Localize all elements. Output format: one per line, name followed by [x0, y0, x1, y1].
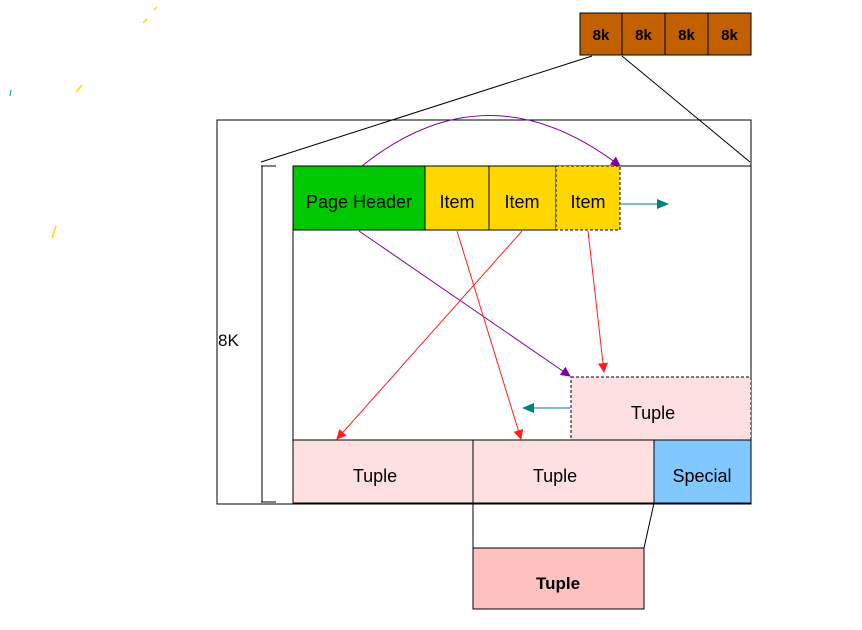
size-label: 8K: [218, 331, 239, 350]
item-1: [424, 165, 490, 231]
tuple-1-label: Tuple: [353, 466, 397, 486]
file-blocks: 8k 8k 8k 8k: [579, 12, 752, 56]
item-1-label: Item: [439, 192, 474, 212]
item-2-pointer-arrow: [336, 230, 523, 440]
page-header-label: Page Header: [306, 192, 412, 212]
tuple-2: [472, 439, 655, 504]
zoom-line-right: [621, 55, 751, 163]
item-3-label: Item: [570, 192, 605, 212]
tuple-new-label: Tuple: [631, 403, 675, 423]
tuple-2-label: Tuple: [533, 466, 577, 486]
item-2-label: Item: [504, 192, 539, 212]
item-1-pointer-arrow: [456, 230, 524, 440]
tuple-expanded: [472, 547, 645, 610]
zoom-line-left: [260, 55, 593, 163]
header-to-item-arrow: [361, 115, 621, 167]
item-3-new: [555, 165, 621, 231]
file-block-2: [621, 12, 666, 56]
size-bracket: [261, 165, 276, 503]
special-label: Special: [672, 466, 731, 486]
decorative-marks: [9, 6, 158, 239]
special-area: [653, 439, 752, 504]
expand-line-right: [643, 502, 655, 549]
file-block-label-3: 8k: [678, 27, 695, 44]
header-to-tuple-arrow: [358, 230, 571, 377]
file-block-label-1: 8k: [593, 27, 610, 44]
tuple-expanded-label: Tuple: [536, 574, 580, 593]
file-block-3: [664, 12, 709, 56]
file-block-label-4: 8k: [721, 27, 738, 44]
file-block-1: [579, 12, 623, 56]
file-block-label-2: 8k: [635, 27, 652, 44]
item-2: [488, 165, 557, 231]
page-header: [292, 165, 426, 231]
item-3-pointer-arrow: [587, 230, 608, 373]
file-block-4: [707, 12, 752, 56]
